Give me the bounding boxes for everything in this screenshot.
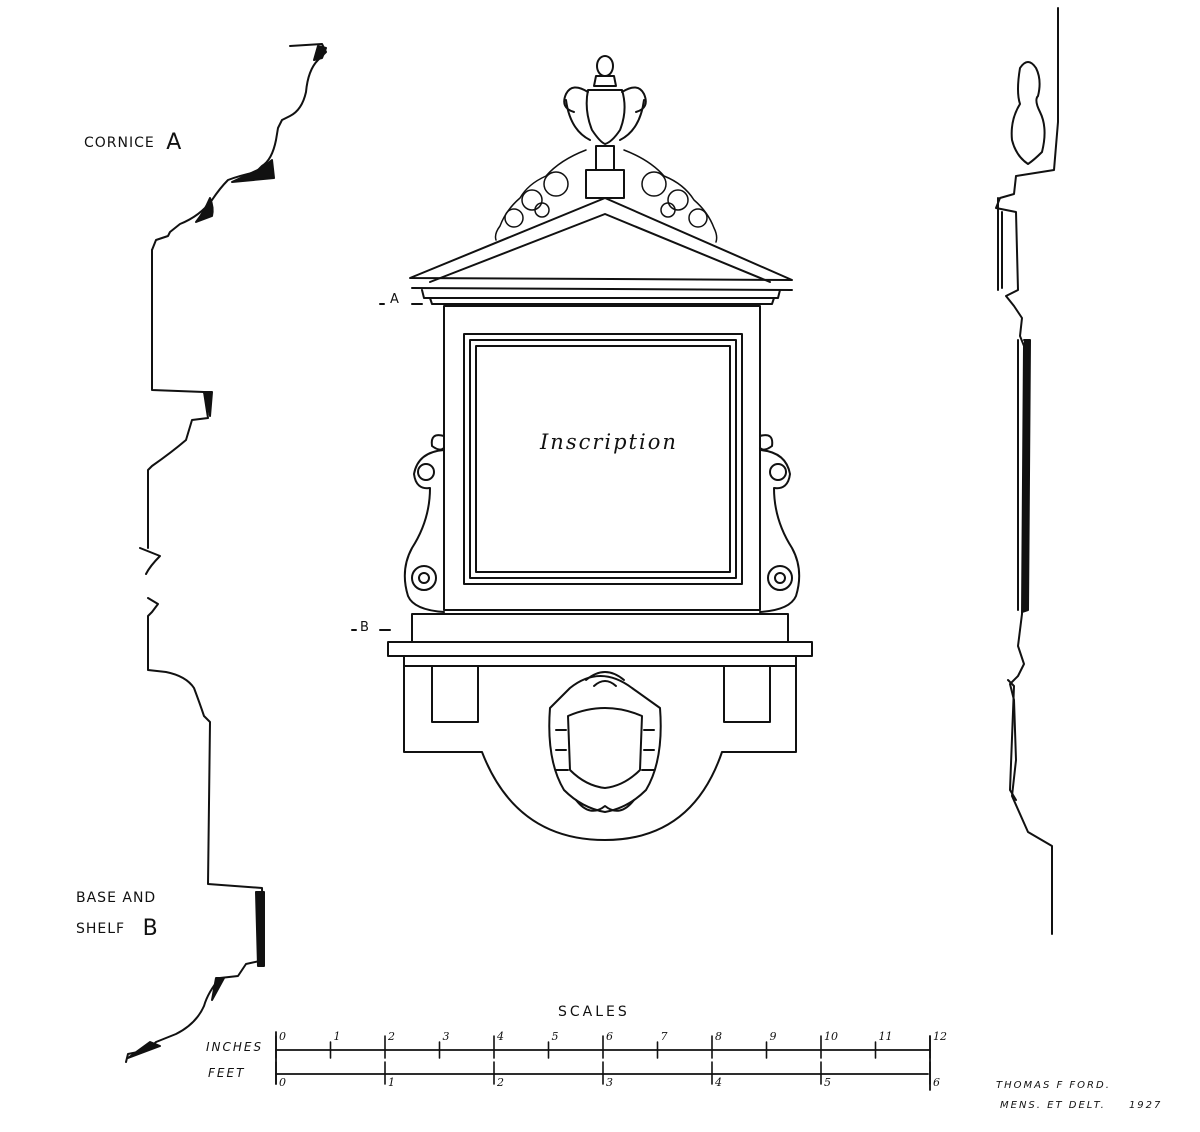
- signature-line2: MENS. ET DELT. 1927: [1000, 1100, 1162, 1111]
- signature-year: 1927: [1128, 1100, 1163, 1111]
- base-word: SHELF: [76, 921, 126, 937]
- inch-tick-label-4: 4: [497, 1030, 504, 1043]
- cornice-word: CORNICE: [84, 135, 155, 151]
- tablet-frame: [443, 305, 761, 611]
- inch-tick-label-8: 8: [715, 1030, 722, 1043]
- feet-tick-label-3: 3: [606, 1076, 613, 1089]
- scroll-brackets: [403, 434, 801, 613]
- inch-tick-label-0: 0: [279, 1030, 286, 1043]
- side-elevation: [995, 7, 1059, 935]
- inch-tick-label-9: 9: [769, 1030, 777, 1043]
- feet-tick-label-4: 4: [715, 1076, 722, 1089]
- floral-garlands: [494, 149, 718, 243]
- inch-tick-label-7: 7: [660, 1030, 668, 1043]
- feet-tick-label-0: 0: [279, 1076, 286, 1089]
- feet-tick-label-5: 5: [824, 1076, 831, 1089]
- inch-tick-label-1: 1: [333, 1030, 341, 1043]
- cartouche: [548, 671, 662, 813]
- inch-tick-label-3: 3: [442, 1030, 450, 1043]
- scales-title: SCALES: [558, 1004, 630, 1020]
- feet-ticks: [275, 1061, 931, 1085]
- base-label-line1: BASE AND: [76, 890, 157, 906]
- feet-tick-label-1: 1: [388, 1076, 395, 1089]
- base-label-line2: SHELF B: [76, 914, 159, 941]
- feet-label: FEET: [208, 1066, 246, 1080]
- feet-tick-label-6: 6: [933, 1076, 940, 1089]
- signature-credit: MENS. ET DELT.: [1000, 1100, 1106, 1111]
- marker-a: A: [390, 292, 400, 307]
- feet-tick-label-2: 2: [497, 1076, 504, 1089]
- wall-profile: [125, 249, 265, 1063]
- pediment: [409, 197, 793, 305]
- inch-tick-label-11: 11: [878, 1030, 893, 1043]
- base-shelf: [387, 613, 813, 841]
- base-letter: B: [142, 916, 159, 941]
- cornice-profile-shade: [313, 45, 327, 61]
- marker-b: B: [360, 620, 370, 635]
- cornice-label: CORNICE A: [84, 128, 183, 155]
- inches-label: INCHES: [206, 1040, 264, 1054]
- inch-tick-label-12: 12: [933, 1030, 947, 1043]
- urn-finial: [563, 55, 647, 199]
- inch-tick-label-5: 5: [551, 1030, 559, 1043]
- inch-tick-label-2: 2: [388, 1030, 395, 1043]
- inch-ticks: [275, 1035, 931, 1059]
- inscription-text: Inscription: [540, 430, 678, 454]
- cornice-letter: A: [166, 130, 183, 155]
- inch-tick-label-10: 10: [824, 1030, 838, 1043]
- inch-tick-label-6: 6: [606, 1030, 613, 1043]
- signature-line1: THOMAS F FORD.: [996, 1080, 1111, 1091]
